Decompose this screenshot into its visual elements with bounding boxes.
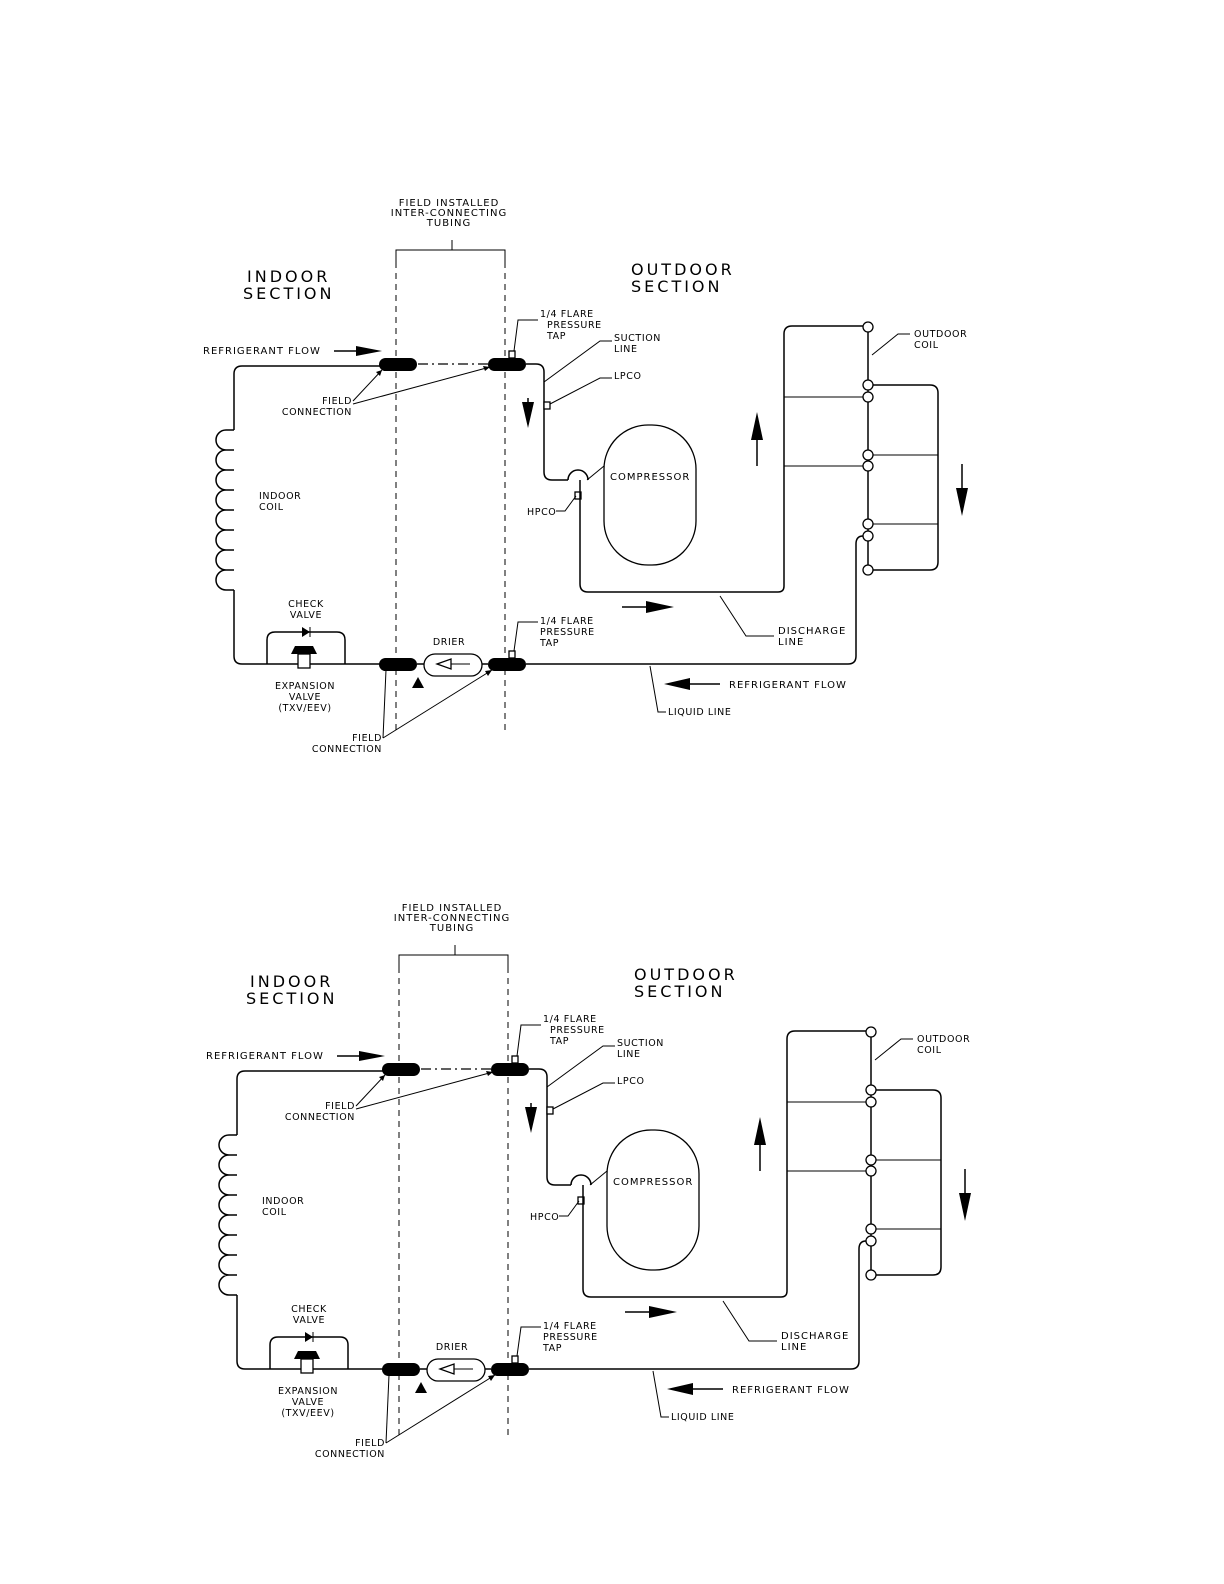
suction-line-label-1: SUCTION — [614, 333, 661, 344]
flare-tap-lower-label-1: 1/4 FLARE — [540, 616, 594, 627]
flare-tap-label-2: PRESSURE — [550, 1025, 605, 1036]
compressor-label: COMPRESSOR — [610, 472, 690, 483]
field-installed-label-3: TUBING — [429, 923, 474, 934]
outdoor-section-label-2: SECTION — [634, 982, 726, 1001]
refrigerant-flow-label-bottom: REFRIGERANT FLOW — [732, 1385, 850, 1396]
flare-tap-label-2: PRESSURE — [547, 320, 602, 331]
outdoor-coil-label-1: OUTDOOR — [914, 329, 967, 340]
check-valve-label-2: VALVE — [290, 610, 322, 621]
check-valve-label-1: CHECK — [288, 599, 324, 610]
outdoor-coil-label-2: COIL — [914, 340, 939, 351]
field-installed-label-1: FIELD INSTALLED — [402, 903, 503, 914]
indoor-section-label-1: INDOOR — [247, 267, 330, 286]
flare-tap-label-3: TAP — [549, 1036, 569, 1047]
field-connection-lower-label-1: FIELD — [352, 733, 382, 744]
field-installed-label-2: INTER-CONNECTING — [391, 208, 507, 219]
diagram-top: FIELD INSTALLED INTER-CONNECTING TUBING … — [203, 198, 968, 755]
field-connection-label-2: CONNECTION — [285, 1112, 355, 1123]
discharge-line-label-1: DISCHARGE — [781, 1331, 849, 1342]
discharge-line-label-2: LINE — [778, 637, 804, 648]
flare-tap-label-3: TAP — [546, 331, 566, 342]
flare-tap-lower-label-1: 1/4 FLARE — [543, 1321, 597, 1332]
flare-tap-label-1: 1/4 FLARE — [540, 309, 594, 320]
diagram-bottom: FIELD INSTALLED INTER-CONNECTING TUBING … — [206, 903, 971, 1460]
drier-label: DRIER — [433, 637, 465, 648]
suction-line-label-2: LINE — [614, 344, 638, 355]
refrigerant-flow-label-bottom: REFRIGERANT FLOW — [729, 680, 847, 691]
indoor-section-label-2: SECTION — [243, 284, 335, 303]
hpco-label: HPCO — [530, 1212, 559, 1223]
indoor-section-label-2: SECTION — [246, 989, 338, 1008]
compressor-label: COMPRESSOR — [613, 1177, 693, 1188]
outdoor-section-label-1: OUTDOOR — [631, 260, 735, 279]
liquid-line-label: LIQUID LINE — [671, 1412, 734, 1423]
field-installed-label-3: TUBING — [426, 218, 471, 229]
suction-line-label-2: LINE — [617, 1049, 641, 1060]
field-connection-label-2: CONNECTION — [282, 407, 352, 418]
outdoor-coil-label-2: COIL — [917, 1045, 942, 1056]
indoor-section-label-1: INDOOR — [250, 972, 333, 991]
outdoor-section-label-2: SECTION — [631, 277, 723, 296]
field-connection-lower-label-2: CONNECTION — [312, 744, 382, 755]
expansion-valve-label-3: (TXV/EEV) — [278, 703, 331, 714]
field-connection-lower-label-2: CONNECTION — [315, 1449, 385, 1460]
field-connection-label-1: FIELD — [325, 1101, 355, 1112]
flare-tap-lower-label-2: PRESSURE — [540, 627, 595, 638]
lpco-label: LPCO — [614, 371, 642, 382]
expansion-valve-label-1: EXPANSION — [275, 681, 335, 692]
flare-tap-lower-label-3: TAP — [542, 1343, 562, 1354]
outdoor-section-label-1: OUTDOOR — [634, 965, 738, 984]
flare-tap-lower-label-3: TAP — [539, 638, 559, 649]
indoor-coil-label-2: COIL — [259, 502, 284, 513]
flare-tap-label-1: 1/4 FLARE — [543, 1014, 597, 1025]
refrigerant-flow-label-top: REFRIGERANT FLOW — [206, 1051, 324, 1062]
indoor-coil-label-1: INDOOR — [262, 1196, 304, 1207]
check-valve-label-2: VALVE — [293, 1315, 325, 1326]
flare-tap-lower-label-2: PRESSURE — [543, 1332, 598, 1343]
expansion-valve-label-1: EXPANSION — [278, 1386, 338, 1397]
suction-line-label-1: SUCTION — [617, 1038, 664, 1049]
lpco-label: LPCO — [617, 1076, 645, 1087]
outdoor-coil-label-1: OUTDOOR — [917, 1034, 970, 1045]
field-installed-label-1: FIELD INSTALLED — [399, 198, 500, 209]
indoor-coil-label-1: INDOOR — [259, 491, 301, 502]
hpco-label: HPCO — [527, 507, 556, 518]
expansion-valve-label-2: VALVE — [292, 1397, 324, 1408]
drier-label: DRIER — [436, 1342, 468, 1353]
field-installed-label-2: INTER-CONNECTING — [394, 913, 510, 924]
field-connection-label-1: FIELD — [322, 396, 352, 407]
indoor-coil-label-2: COIL — [262, 1207, 287, 1218]
discharge-line-label-2: LINE — [781, 1342, 807, 1353]
field-connection-lower-label-1: FIELD — [355, 1438, 385, 1449]
expansion-valve-label-3: (TXV/EEV) — [281, 1408, 334, 1419]
check-valve-label-1: CHECK — [291, 1304, 327, 1315]
liquid-line-label: LIQUID LINE — [668, 707, 731, 718]
refrigerant-flow-label-top: REFRIGERANT FLOW — [203, 346, 321, 357]
expansion-valve-label-2: VALVE — [289, 692, 321, 703]
discharge-line-label-1: DISCHARGE — [778, 626, 846, 637]
